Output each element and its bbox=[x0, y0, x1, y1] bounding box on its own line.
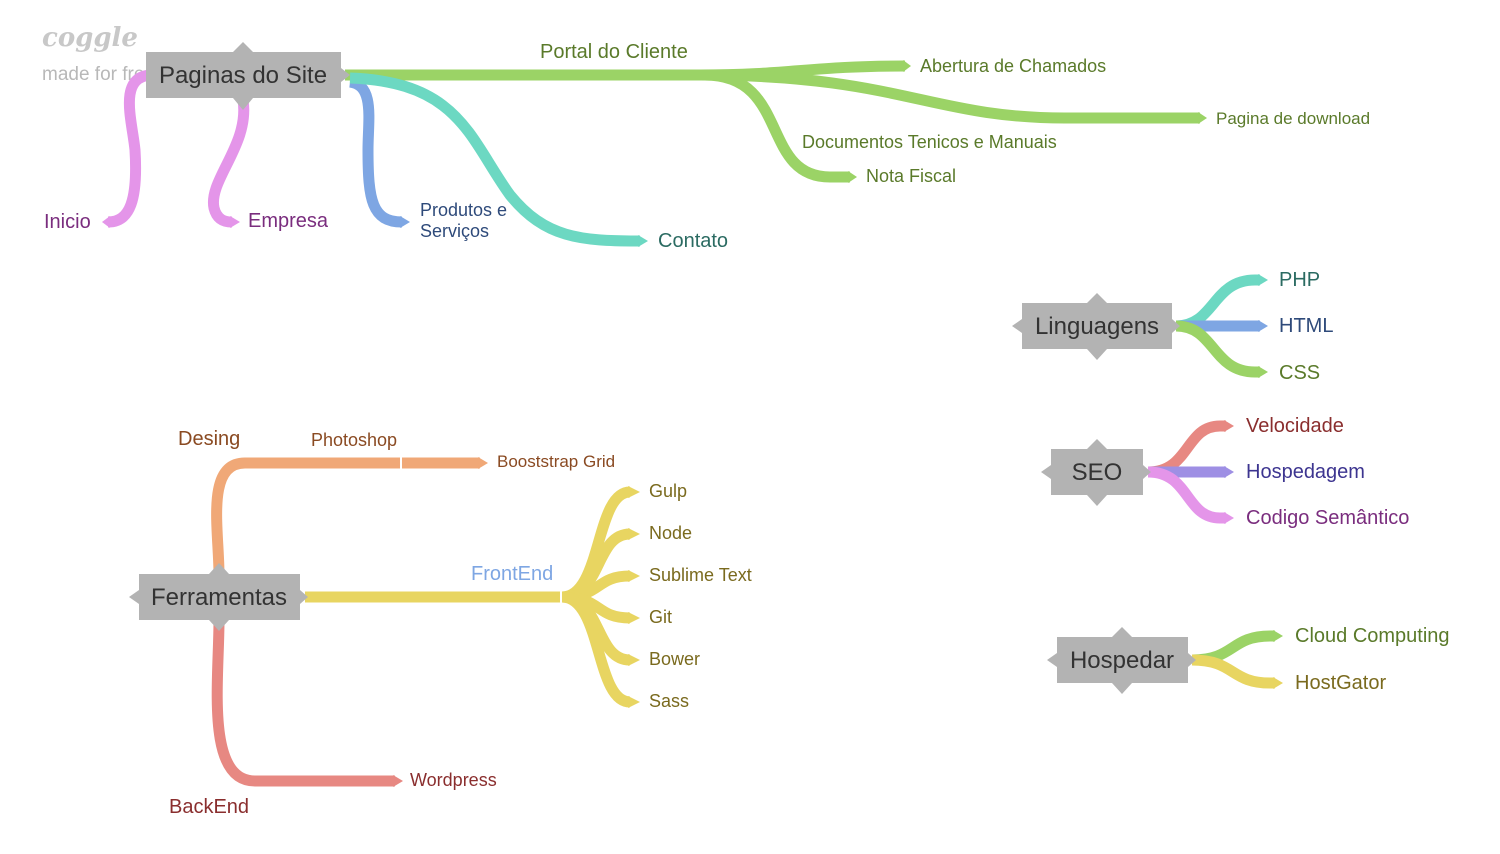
branch-contato[interactable] bbox=[349, 72, 641, 247]
arrow-sass bbox=[628, 696, 640, 708]
arrow-hospedagem bbox=[1224, 466, 1234, 478]
node-ferramentas-box bbox=[129, 563, 308, 631]
node-ferramentas[interactable]: Ferramentas bbox=[129, 563, 308, 631]
node-seo[interactable]: SEO bbox=[1041, 439, 1151, 506]
branch-css[interactable] bbox=[1175, 320, 1260, 378]
label-download[interactable]: Pagina de download bbox=[1216, 109, 1370, 128]
node-linguagens-label: Linguagens bbox=[1035, 313, 1159, 340]
node-paginas-do-site[interactable]: Paginas do Site bbox=[146, 42, 350, 110]
label-backend[interactable]: BackEnd bbox=[169, 796, 249, 818]
branch-nota[interactable] bbox=[704, 69, 850, 183]
seo-branches bbox=[1147, 420, 1234, 524]
node-paginas-label: Paginas do Site bbox=[159, 62, 327, 89]
label-css[interactable]: CSS bbox=[1279, 362, 1320, 384]
linguagens-branches bbox=[1175, 274, 1268, 378]
label-php[interactable]: PHP bbox=[1279, 269, 1320, 291]
arrow-grid bbox=[478, 457, 488, 469]
label-contato[interactable]: Contato bbox=[658, 230, 728, 252]
label-inicio[interactable]: Inicio bbox=[44, 211, 91, 233]
node-ferramentas-label: Ferramentas bbox=[151, 584, 287, 611]
branch-php[interactable] bbox=[1175, 274, 1260, 332]
arrow-empresa bbox=[230, 216, 240, 228]
label-documentos[interactable]: Documentos Tenicos e Manuais bbox=[802, 132, 1057, 152]
label-html[interactable]: HTML bbox=[1279, 315, 1333, 337]
arrow-abertura bbox=[903, 60, 911, 72]
label-gulp[interactable]: Gulp bbox=[649, 481, 687, 501]
arrow-produtos bbox=[400, 216, 410, 228]
ferramentas-branches bbox=[211, 457, 640, 787]
arrow-css bbox=[1258, 366, 1268, 378]
arrow-node bbox=[628, 528, 640, 540]
arrow-gulp bbox=[628, 486, 640, 498]
node-linguagens-box bbox=[1012, 293, 1180, 360]
branch-backend[interactable] bbox=[211, 619, 395, 787]
branch-codigo[interactable] bbox=[1147, 466, 1226, 524]
label-empresa[interactable]: Empresa bbox=[248, 210, 329, 232]
arrow-sublime bbox=[628, 570, 640, 582]
branch-hostgator[interactable] bbox=[1191, 654, 1275, 689]
arrow-cloud bbox=[1273, 630, 1283, 642]
branch-produtos[interactable] bbox=[348, 76, 403, 228]
label-hostgator[interactable]: HostGator bbox=[1295, 672, 1386, 694]
node-linguagens[interactable]: Linguagens bbox=[1012, 293, 1180, 360]
node-hospedar-label: Hospedar bbox=[1070, 647, 1174, 674]
coggle-logo: coggle bbox=[42, 23, 138, 53]
arrow-git bbox=[628, 612, 640, 624]
label-cloud[interactable]: Cloud Computing bbox=[1295, 625, 1450, 647]
branch-download[interactable] bbox=[699, 69, 1200, 124]
branch-inicio[interactable] bbox=[107, 69, 152, 228]
hospedar-branches bbox=[1191, 630, 1283, 689]
branch-empresa[interactable] bbox=[207, 99, 250, 228]
node-paginas-box bbox=[146, 42, 350, 110]
label-bower[interactable]: Bower bbox=[649, 649, 700, 669]
label-node[interactable]: Node bbox=[649, 523, 692, 543]
label-sublime[interactable]: Sublime Text bbox=[649, 565, 752, 585]
arrow-download bbox=[1198, 112, 1207, 124]
arrow-html bbox=[1258, 320, 1268, 332]
label-codigo[interactable]: Codigo Semântico bbox=[1246, 507, 1409, 529]
label-produtos-line2[interactable]: Serviços bbox=[420, 221, 489, 241]
node-hospedar[interactable]: Hospedar bbox=[1047, 627, 1196, 694]
arrow-php bbox=[1258, 274, 1268, 286]
label-nota[interactable]: Nota Fiscal bbox=[866, 166, 956, 186]
arrow-codigo bbox=[1224, 512, 1234, 524]
branch-sass[interactable] bbox=[561, 591, 632, 708]
label-portal[interactable]: Portal do Cliente bbox=[540, 41, 688, 63]
paginas-branches bbox=[102, 60, 1207, 247]
label-produtos-line1[interactable]: Produtos e bbox=[420, 200, 507, 220]
label-hospedagem[interactable]: Hospedagem bbox=[1246, 461, 1365, 483]
node-hospedar-box bbox=[1047, 627, 1196, 694]
node-seo-box bbox=[1041, 439, 1151, 506]
arrow-contato bbox=[638, 235, 648, 247]
label-grid[interactable]: Booststrap Grid bbox=[497, 452, 615, 471]
label-desing[interactable]: Desing bbox=[178, 428, 240, 450]
label-git[interactable]: Git bbox=[649, 607, 672, 627]
arrow-inicio bbox=[102, 216, 110, 228]
branch-desing[interactable] bbox=[211, 457, 400, 576]
node-seo-label: SEO bbox=[1072, 459, 1123, 486]
arrow-velocidade bbox=[1224, 420, 1234, 432]
label-photoshop[interactable]: Photoshop bbox=[311, 430, 397, 450]
arrow-nota bbox=[848, 171, 857, 183]
arrow-hostgator bbox=[1273, 677, 1283, 689]
arrow-bower bbox=[628, 654, 640, 666]
label-abertura[interactable]: Abertura de Chamados bbox=[920, 56, 1106, 76]
arrow-wordpress bbox=[393, 775, 403, 787]
branch-velocidade[interactable] bbox=[1147, 420, 1226, 478]
label-sass[interactable]: Sass bbox=[649, 691, 689, 711]
label-wordpress[interactable]: Wordpress bbox=[410, 770, 497, 790]
label-velocidade[interactable]: Velocidade bbox=[1246, 415, 1344, 437]
label-frontend[interactable]: FrontEnd bbox=[471, 563, 553, 585]
